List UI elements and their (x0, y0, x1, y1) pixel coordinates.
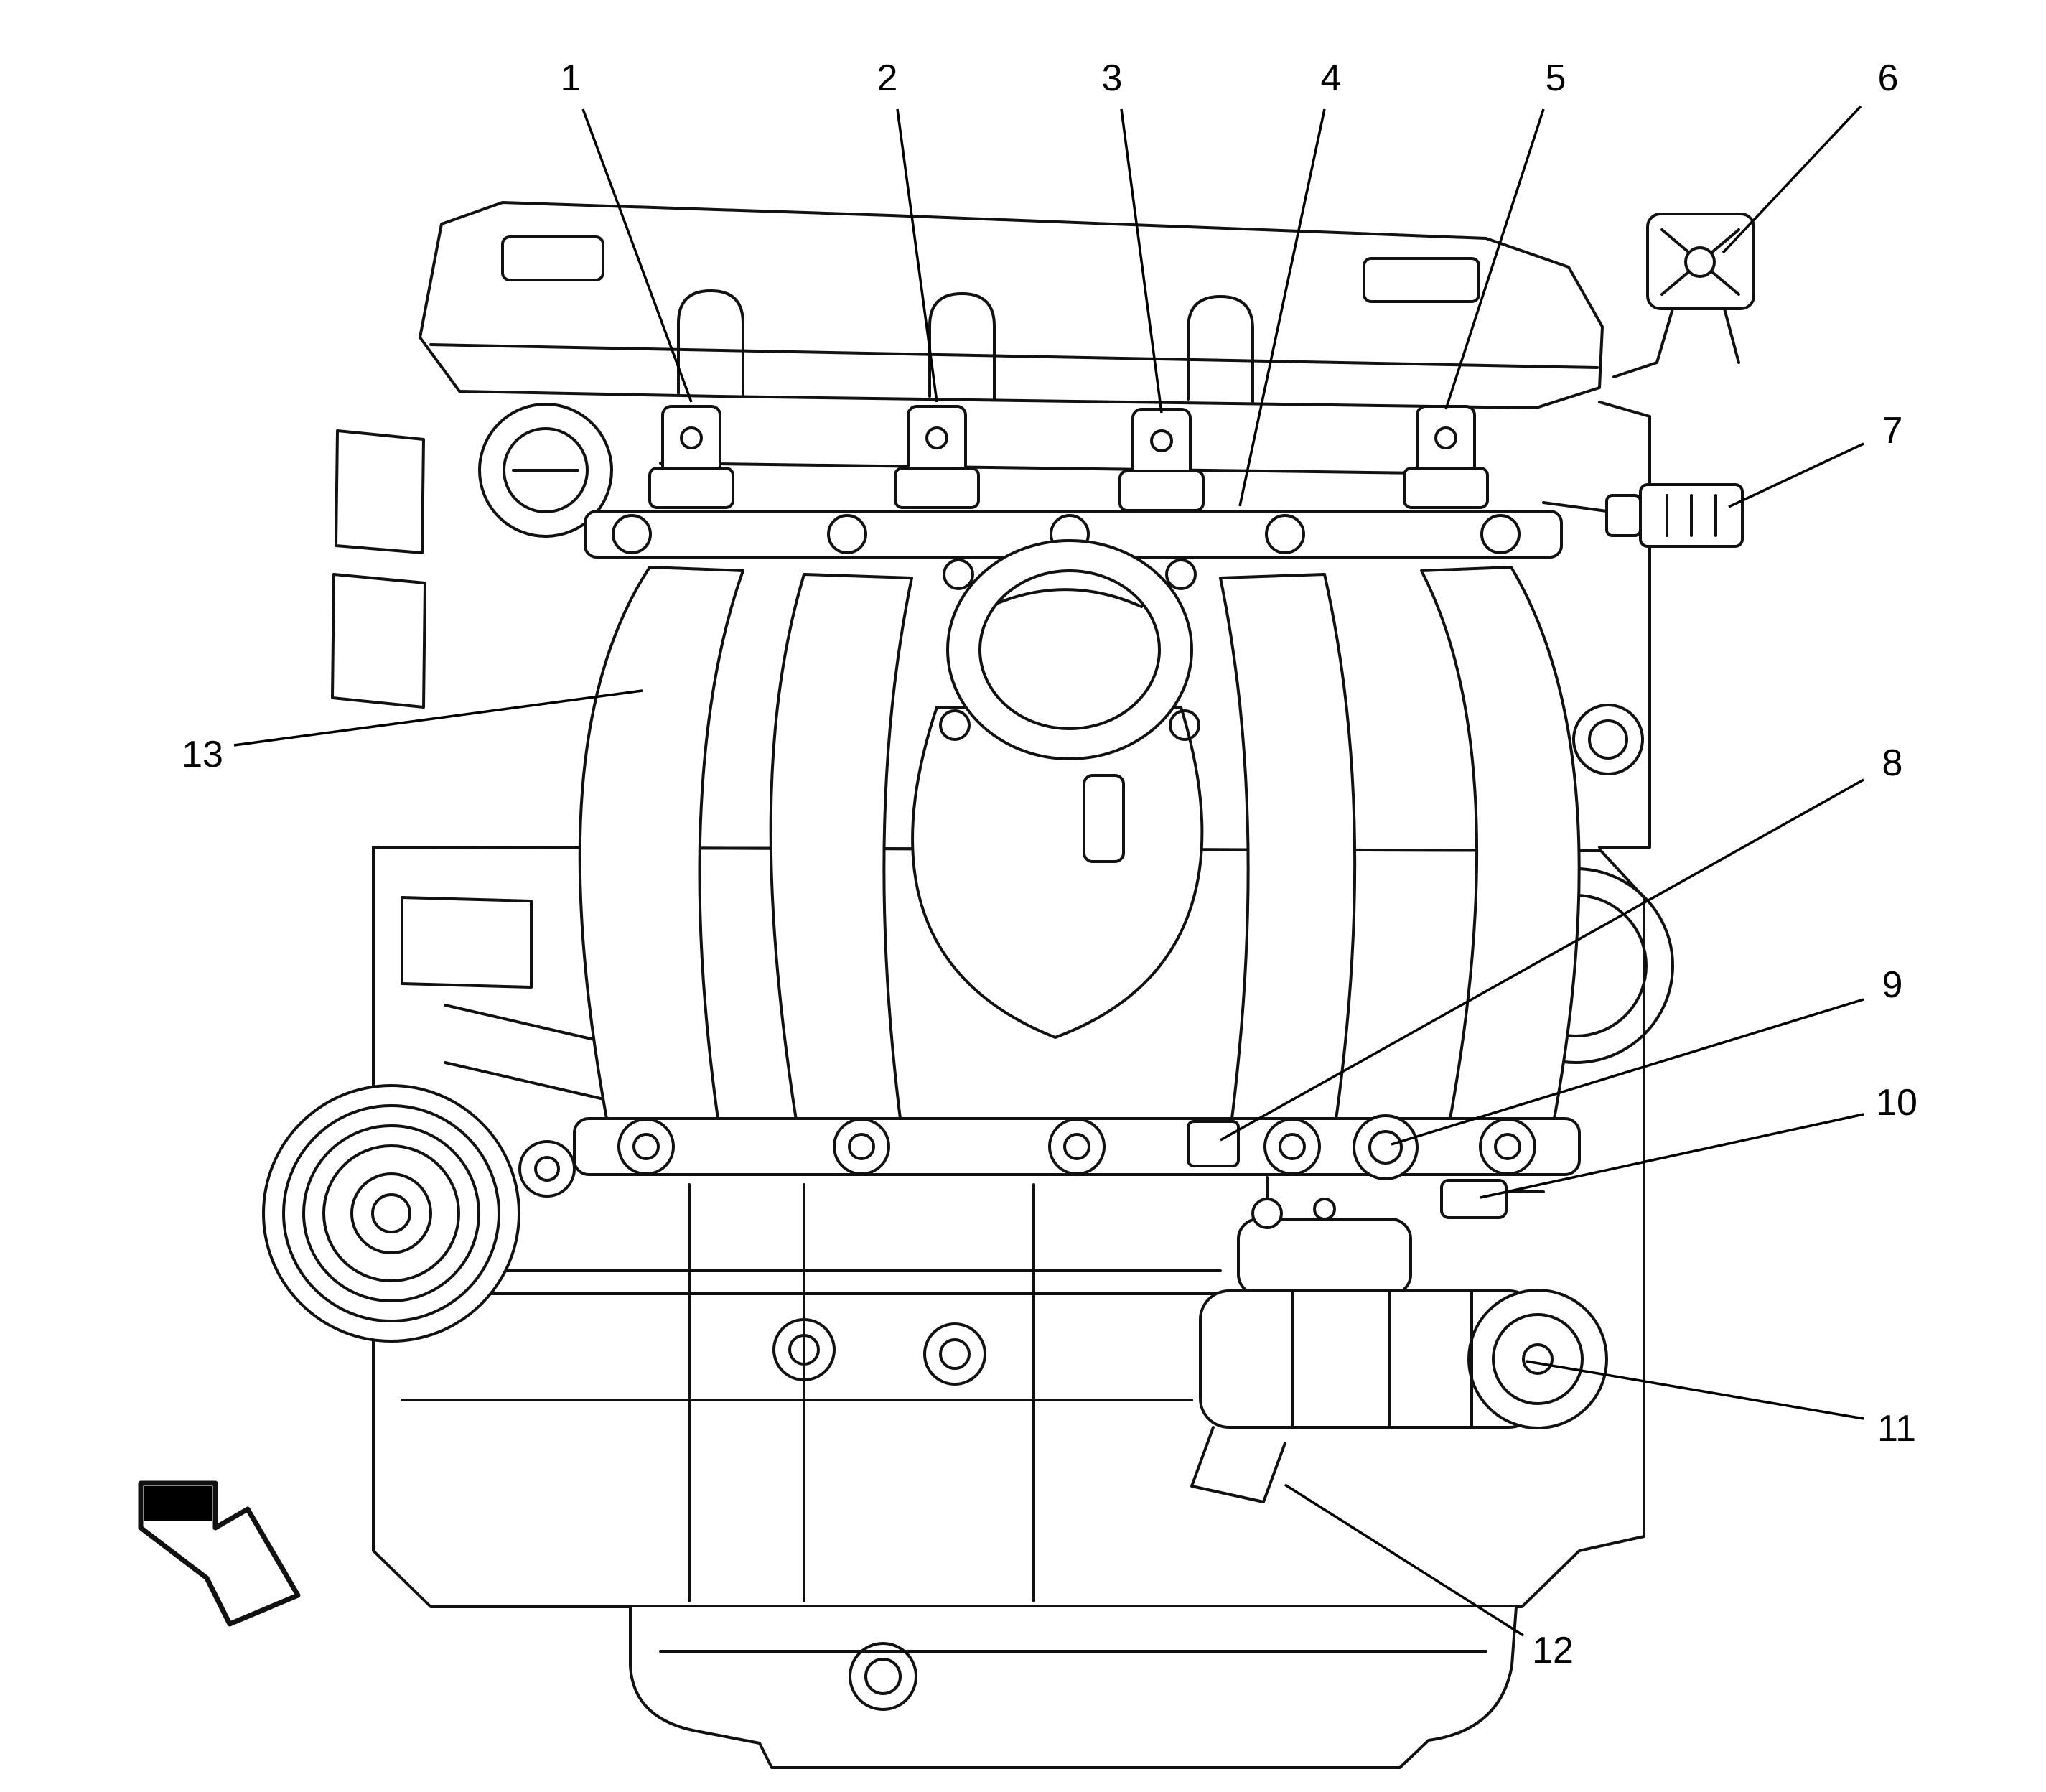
fuel-injector-3 (1118, 408, 1205, 512)
callout-number-2: 2 (877, 57, 898, 99)
fuel-injector-4 (1403, 405, 1489, 509)
callout-number-9: 9 (1882, 964, 1903, 1006)
callout-number-4: 4 (1320, 57, 1342, 99)
oil-pan (629, 1605, 1518, 1769)
leader-line-10 (1480, 1113, 1864, 1199)
leader-line-2 (896, 108, 938, 403)
callout-number-13: 13 (182, 734, 223, 775)
fuel-injectors (648, 405, 1489, 512)
crankshaft-pulley (262, 1084, 520, 1343)
leader-line-12 (1284, 1483, 1524, 1637)
leader-line-1 (581, 108, 693, 403)
callout-number-1: 1 (560, 57, 581, 99)
starter-motor (1190, 1176, 1608, 1503)
sensor-top-right (1612, 213, 1755, 378)
leader-line-9 (1391, 998, 1864, 1146)
front-direction-arrow (138, 1480, 301, 1627)
leader-line-11 (1526, 1360, 1864, 1420)
callout-number-10: 10 (1876, 1082, 1917, 1124)
callout-number-5: 5 (1545, 57, 1566, 99)
callout-number-8: 8 (1882, 742, 1903, 784)
fuel-injector-2 (894, 405, 980, 509)
leader-line-6 (1722, 105, 1862, 254)
electrical-connector-right (1542, 483, 1744, 548)
callout-number-11: 11 (1877, 1408, 1916, 1450)
throttle-body-opening (939, 539, 1200, 760)
leader-line-7 (1728, 442, 1864, 508)
leader-line-3 (1120, 108, 1163, 414)
leader-line-5 (1444, 108, 1545, 410)
leader-line-8 (1220, 778, 1864, 1142)
leader-line-4 (1238, 108, 1326, 507)
callout-number-7: 7 (1882, 410, 1903, 452)
leader-line-13 (233, 689, 643, 747)
fuel-injector-1 (648, 405, 734, 509)
intake-manifold (573, 510, 1581, 1176)
callout-number-6: 6 (1877, 57, 1899, 99)
valve-cover (419, 201, 1604, 538)
callout-number-3: 3 (1101, 57, 1123, 99)
callout-number-12: 12 (1532, 1630, 1574, 1671)
